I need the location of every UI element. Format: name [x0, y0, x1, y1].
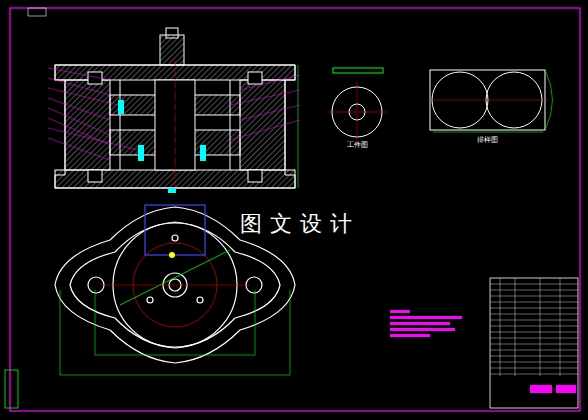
- watermark: 图文设计: [237, 212, 363, 236]
- table-rule: [490, 314, 578, 315]
- table-rule: [490, 308, 578, 309]
- view-title: 排样图: [477, 137, 498, 144]
- table-rule: [500, 278, 501, 376]
- table-rule: [490, 350, 578, 351]
- table-rule: [490, 326, 578, 327]
- table-rule: [540, 278, 541, 376]
- table-rule: [515, 278, 516, 376]
- view-title: 工件图: [347, 142, 368, 149]
- table-rule: [560, 278, 561, 376]
- table-rule: [490, 362, 578, 363]
- table-rule: [490, 296, 578, 297]
- table-rule: [490, 374, 578, 375]
- table-rule: [490, 284, 578, 285]
- table-rule: [490, 332, 578, 333]
- table-rule: [490, 302, 578, 303]
- table-rule: [490, 356, 578, 357]
- table-rule: [490, 320, 578, 321]
- table-rule: [490, 368, 578, 369]
- table-rule: [490, 344, 578, 345]
- table-rule: [490, 290, 578, 291]
- leader-lines: [48, 68, 300, 160]
- table-rule: [490, 338, 578, 339]
